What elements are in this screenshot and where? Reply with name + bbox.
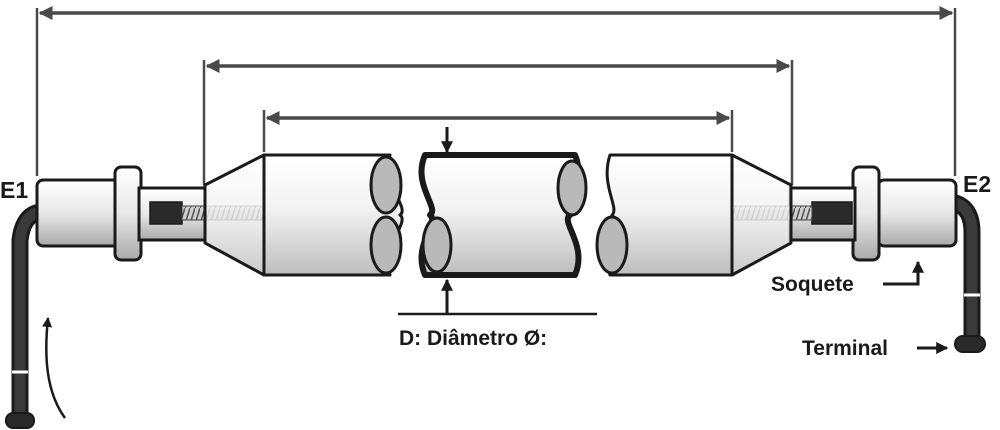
left-glass-taper <box>203 153 266 277</box>
e1-label: E1 <box>0 177 28 203</box>
middle-tube-segment <box>418 152 588 278</box>
socket-label: Soquete <box>771 273 854 296</box>
right-tube-segment <box>595 153 734 277</box>
terminal-label: Terminal <box>802 337 888 360</box>
right-glass-taper <box>730 153 793 277</box>
left-cable <box>5 203 43 429</box>
tube-length-dimension <box>262 110 734 152</box>
socket-pointer-arrow <box>883 260 924 286</box>
glass-length-dimension <box>202 59 794 185</box>
right-terminal-lug <box>954 335 986 353</box>
right-cable <box>952 194 986 353</box>
diameter-dimension <box>398 127 597 316</box>
left-cable-pointer-arrow <box>42 317 67 419</box>
left-terminal-lug <box>5 412 35 429</box>
left-tube-segment <box>262 153 404 277</box>
overall-length-dimension <box>35 5 957 176</box>
e2-label: E2 <box>963 171 991 197</box>
diameter-label: D: Diâmetro Ø: <box>399 327 547 350</box>
